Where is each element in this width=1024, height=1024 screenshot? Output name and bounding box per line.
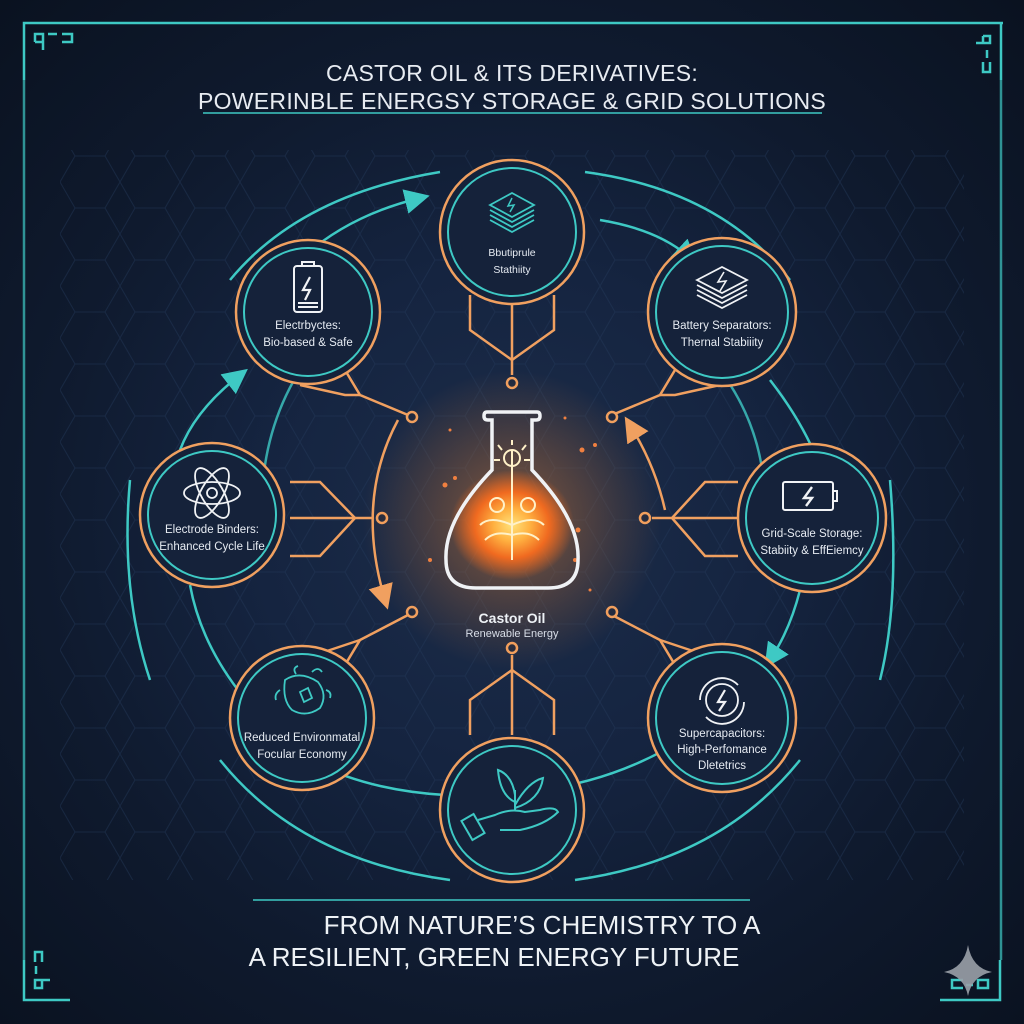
node-electrolytes-line1: Electrbyctes: <box>275 320 341 332</box>
title-line-1: CASTOR OIL & ITS DERIVATIVES: <box>325 60 699 86</box>
node-electrolytes: Electrbyctes: Bio-based & Safe <box>233 318 383 352</box>
title-line-2: POWERINBLE ENERGSY STORAGE & GRID SOLUTI… <box>197 88 827 114</box>
sparkle-star-icon <box>944 945 992 996</box>
node-supercapacitors-line2: High-Perfomance <box>677 744 767 756</box>
node-electrode-binders-line1: Electrode Binders: <box>165 524 259 536</box>
node-battery-separators-line2: Thernal Stabiiity <box>680 337 764 349</box>
node-electrode-binders-line2: Enhanced Cycle Life <box>159 541 265 553</box>
node-top-line2: Stathiity <box>493 264 531 276</box>
node-grid-scale-storage-line2: Stabiity & EffEiemcy <box>760 545 864 557</box>
node-supercapacitors-line1: Supercapacitors: <box>678 728 766 740</box>
node-electrode-binders: Electrode Binders: Enhanced Cycle Life <box>137 522 287 556</box>
sparks <box>428 416 597 592</box>
node-battery-separators-line1: Battery Separators: <box>672 320 772 332</box>
footer-line-1: FROM NATURE’S CHEMISTRY TO A <box>323 910 761 940</box>
center-title: Castor Oil <box>478 610 546 626</box>
castor-plant-icon <box>479 440 545 560</box>
node-grid-scale-storage: Grid-Scale Storage: Stabiity & EffEiemcy <box>737 526 887 560</box>
node-electrolytes-line2: Bio-based & Safe <box>263 337 353 349</box>
corner-glyph-bottom-left-icon <box>33 950 50 990</box>
corner-glyph-top-left-icon <box>33 32 74 50</box>
node-supercapacitors-line3: Dletetrics <box>698 760 746 772</box>
node-reduced-environmental-line2: Focular Economy <box>257 749 347 761</box>
flask-icon <box>444 410 580 590</box>
layered-stack-lightning-icon <box>488 191 536 234</box>
outer-cycle-ring <box>126 170 895 882</box>
hand-holding-plant-icon <box>460 768 560 842</box>
atom-icon <box>183 467 241 519</box>
center-subtitle: Renewable Energy <box>465 628 559 640</box>
recycle-globe-icon <box>274 665 332 715</box>
node-top: Bbutiprule Stathiity <box>437 245 587 279</box>
node-reduced-environmental: Reduced Environmatal Focular Economy <box>227 730 377 764</box>
node-supercapacitors: Supercapacitors: High-Perfomance Dletetr… <box>647 726 797 774</box>
frame-border <box>22 21 1003 1002</box>
node-top-line1: Bbutiprule <box>488 247 536 259</box>
node-grid-scale-storage-line1: Grid-Scale Storage: <box>761 528 863 540</box>
battery-horizontal-lightning-icon <box>782 481 838 511</box>
corner-glyph-top-right-icon <box>976 34 992 74</box>
circular-arrows-lightning-icon <box>699 677 745 725</box>
layered-stack-lightning-icon <box>695 265 749 310</box>
node-battery-separators: Battery Separators: Thernal Stabiiity <box>647 318 797 352</box>
node-reduced-environmental-line1: Reduced Environmatal <box>243 732 361 744</box>
footer-line-2: A RESILIENT, GREEN ENERGY FUTURE <box>248 942 740 972</box>
battery-vertical-lightning-icon <box>293 261 323 313</box>
